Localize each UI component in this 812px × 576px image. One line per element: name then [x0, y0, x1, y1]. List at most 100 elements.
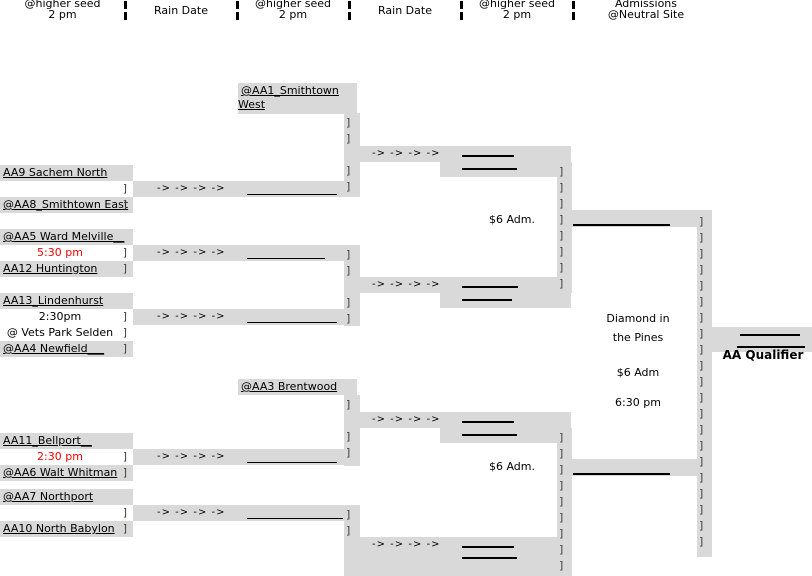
advance-arrows-icon: -> -> -> ->	[157, 507, 226, 518]
round1-winner-bar-game2: -> -> -> ->	[133, 245, 360, 261]
bracket-connector-icon: ]	[122, 522, 127, 535]
semifinalist-line-2	[462, 168, 517, 170]
game-time: 2:30pm	[38, 310, 82, 323]
semifinal-admission-top: $6 Adm.	[488, 213, 536, 226]
header-line: Rain Date	[154, 4, 208, 17]
bracket-connector-icon: ]	[122, 466, 127, 479]
semifinalist-line-2	[462, 299, 512, 301]
bracket-connector-icon: ]	[699, 279, 704, 292]
team-cell-aa1-smithtown-west: @AA1_Smithtown West	[238, 83, 357, 114]
game4-time-row: 2:30 pm]	[0, 449, 133, 465]
header-line: @higher seed	[24, 0, 101, 10]
bracket-connector-icon: ]	[699, 343, 704, 356]
bracket-connector-icon: ]	[699, 375, 704, 388]
advance-arrows-icon: -> -> -> ->	[372, 539, 441, 550]
team-name: @AA5 Ward Melville__	[3, 230, 125, 243]
bracket-connector-icon: ]	[699, 327, 704, 340]
bracket-connector-icon: ]	[559, 165, 564, 178]
game-venue: @ Vets Park Selden	[6, 326, 114, 339]
header-line: Rain Date	[378, 4, 432, 17]
team-name: AA10 North Babylon	[3, 522, 115, 535]
finalist-line	[573, 224, 670, 226]
slot-under-bar	[440, 162, 571, 177]
semifinalist-line	[462, 155, 514, 157]
header-line: Admissions	[614, 0, 678, 10]
bracket-connector-icon: ]	[346, 116, 351, 129]
advance-arrows-icon: -> -> -> ->	[372, 414, 441, 425]
slot-under-bar	[344, 553, 571, 576]
team-name: @AA7 Northport	[3, 490, 94, 503]
bracket-connector-icon: ]	[699, 519, 704, 532]
header-separator	[124, 1, 127, 9]
semifinal-connector-column-bottom: ]]]]]]]]]	[557, 428, 572, 576]
advance-arrows-icon: -> -> -> ->	[157, 451, 226, 462]
header-separator	[348, 12, 351, 20]
bracket-connector-icon: ]	[699, 263, 704, 276]
bracket-connector-icon: ]	[122, 342, 127, 355]
semifinal-winner-bar-bottom	[571, 459, 712, 476]
bracket-connector-icon: ]	[346, 524, 351, 537]
champion-line-2	[737, 346, 805, 348]
advance-arrows-icon: -> -> -> ->	[372, 279, 441, 290]
team-cell-aa7-northport: @AA7 Northport	[0, 489, 133, 505]
semifinalist-line	[462, 546, 514, 548]
round1-winner-bar-game5: -> -> -> ->	[133, 505, 360, 521]
advance-arrows-icon: -> -> -> ->	[157, 311, 226, 322]
game1-middle-row: ]	[0, 181, 133, 197]
bracket-connector-icon: ]	[699, 215, 704, 228]
bracket-connector-icon: ]	[346, 446, 351, 459]
header-separator	[348, 1, 351, 9]
bracket-connector-icon: ]	[346, 248, 351, 261]
team-name: @AA6 Walt Whitman	[3, 466, 118, 479]
bracket-connector-icon: ]	[699, 359, 704, 372]
bracket-connector-icon: ]	[122, 310, 127, 323]
team-cell-aa13-lindenhurst: AA13_Lindenhurst	[0, 293, 133, 309]
bracket-connector-icon: ]	[346, 132, 351, 145]
team-cell-aa12-huntington: AA12 Huntington]	[0, 261, 133, 277]
header-line: @higher seed	[478, 0, 556, 10]
team-cell-aa6-walt-whitman: @AA6 Walt Whitman]	[0, 465, 133, 481]
semifinal-connector-column-top: ]]]]]]]]	[557, 162, 572, 293]
bracket-connector-icon: ]	[559, 431, 564, 444]
bracket-connector-icon: ]	[699, 471, 704, 484]
winner-line	[247, 321, 337, 323]
bracket-connector-icon: ]	[559, 527, 564, 540]
header-col-higher-seed-3: @higher seed 2 pm	[461, 0, 573, 20]
champion-label: AA Qualifier	[722, 348, 804, 362]
game3-venue-row: @ Vets Park Selden]	[0, 325, 133, 341]
bracket-connector-icon: ]	[346, 164, 351, 177]
game-time: 2:30 pm	[37, 450, 83, 463]
bracket-connector-icon: ]	[699, 295, 704, 308]
bracket-connector-icon: ]	[559, 245, 564, 258]
header-line: @Neutral Site	[607, 8, 685, 21]
bracket-connector-icon: ]	[559, 181, 564, 194]
team-name: @AA3 Brentwood	[241, 380, 338, 393]
team-cell-aa5-ward-melville: @AA5 Ward Melville__	[0, 229, 133, 245]
team-name: @AA8_Smithtown East	[3, 198, 129, 211]
team-name: AA12 Huntington	[3, 262, 98, 275]
header-col-rain-date-2: Rain Date	[349, 5, 461, 16]
team-name: AA11_Bellport__	[3, 434, 92, 447]
header-col-higher-seed-2: @higher seed 2 pm	[237, 0, 349, 20]
team-name: @AA1_Smithtown West	[238, 84, 339, 111]
bracket-connector-icon: ]	[699, 439, 704, 452]
bracket-connector-icon: ]	[122, 506, 127, 519]
semifinalist-line	[462, 286, 518, 288]
header-separator	[460, 1, 463, 9]
winner-line	[247, 461, 337, 463]
slot-under-bar	[440, 293, 571, 308]
bracket-connector-icon: ]	[699, 423, 704, 436]
bracket-connector-icon: ]	[559, 495, 564, 508]
bracket-connector-icon: ]	[699, 407, 704, 420]
bracket-connector-icon: ]	[559, 447, 564, 460]
team-name: AA9 Sachem North	[3, 166, 108, 179]
advance-arrows-icon: -> -> -> ->	[157, 247, 226, 258]
bracket-connector-icon: ]	[346, 264, 351, 277]
header-line: 2 pm	[48, 8, 77, 21]
champion-line-1	[740, 334, 800, 336]
bracket-connector-icon: ]	[699, 535, 704, 548]
bracket-connector-icon: ]	[122, 262, 127, 275]
bracket-connector-icon: ]	[559, 197, 564, 210]
round2-winner-bar-3: -> -> -> ->	[344, 412, 571, 428]
